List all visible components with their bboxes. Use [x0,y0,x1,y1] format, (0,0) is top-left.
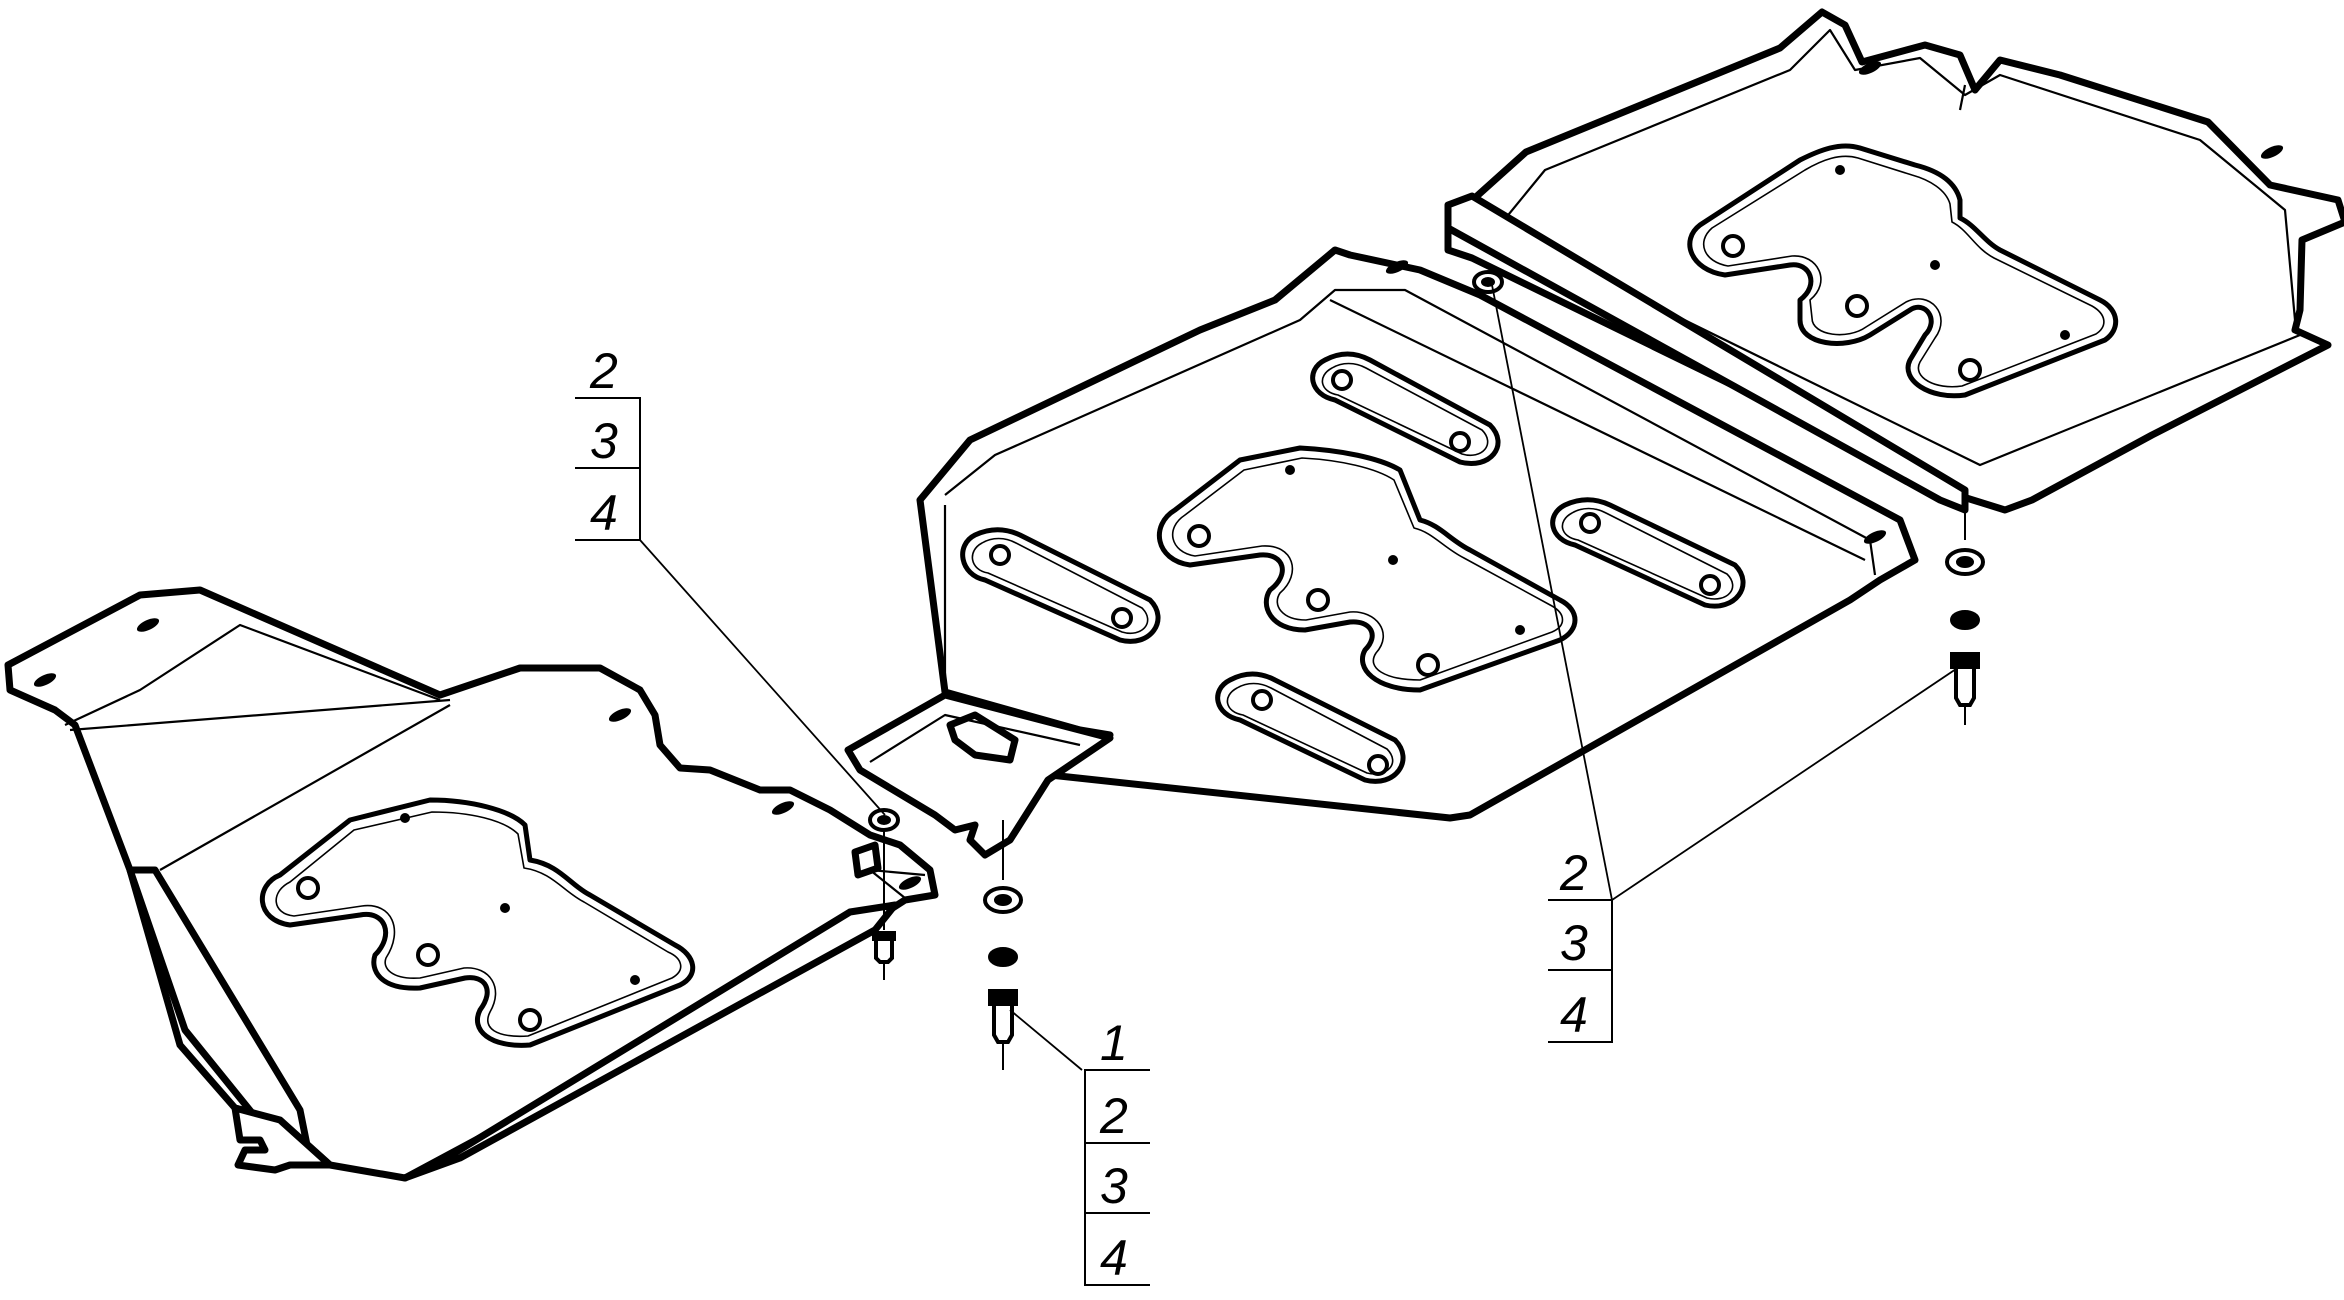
callout-left-label-3: 4 [590,485,618,541]
front-skid-plate [4,586,939,1182]
callout-right-label-3: 4 [1560,987,1588,1043]
callout-left-label-2: 3 [590,413,618,469]
callout-left: 2 3 4 [575,343,641,541]
hardware-center [983,820,1023,1070]
rear-skid-plate [1444,8,2344,514]
callout-center-label-3: 3 [1100,1158,1128,1214]
hardware-left [868,808,900,980]
callout-center-bottom: 1 2 3 4 [1084,1015,1150,1286]
hardware-right [1472,270,1985,725]
callout-center-label-4: 4 [1100,1230,1128,1286]
callout-center-label-2: 2 [1099,1088,1128,1144]
callout-center-label-1: 1 [1100,1015,1128,1071]
callout-right-label-1: 2 [1559,845,1588,901]
callout-left-label-1: 2 [589,343,618,399]
leader-lines [639,284,1963,1071]
center-skid-plate [844,246,1919,859]
callout-right-label-2: 3 [1560,915,1588,971]
callout-right: 2 3 4 [1548,845,1613,1043]
